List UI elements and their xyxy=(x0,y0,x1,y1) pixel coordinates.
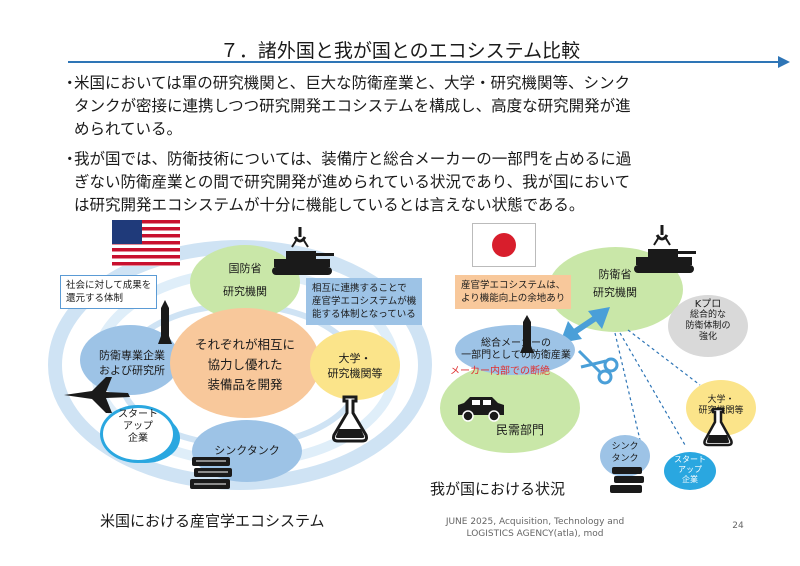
jp-maker-blob xyxy=(455,325,575,375)
us-dod-blob xyxy=(190,245,300,320)
title-underline xyxy=(68,61,780,63)
missile-icon xyxy=(158,300,172,344)
us-center-blob xyxy=(170,308,320,418)
title-arrow-icon xyxy=(778,56,790,68)
us-center-label: それぞれが相互に協力し優れた装備品を開発 xyxy=(194,337,295,392)
us-dod-label: 国防省研究機関 xyxy=(223,262,267,298)
jp-ecosystem-diagram: 防衛省研究機関 産官学エコシステムは、より機能向上の余地あり Kプロ総合的な防衛… xyxy=(430,215,800,505)
jp-maker-label: 総合メーカーの一部門としての防衛産業 xyxy=(461,338,571,361)
japan-flag-icon xyxy=(472,223,536,267)
page-number: 24 xyxy=(732,521,744,531)
us-note-left: 社会に対して成果を還元する体制 xyxy=(60,275,158,309)
jp-kpro-blob xyxy=(668,295,748,357)
bullet-line: タンクが密接に連携しつつ研究開発エコシステムを構成し、高度な研究開発が進 xyxy=(74,97,631,115)
us-defense-label: 防衛専業企業および研究所 xyxy=(99,349,165,377)
us-startup-label: スタートアップ企業 xyxy=(118,409,158,444)
car-icon xyxy=(458,397,504,422)
jp-civil-label: 民需部門 xyxy=(495,423,544,437)
jp-flask-icon xyxy=(703,407,733,447)
jp-startup-blob xyxy=(664,452,716,490)
us-startup-blob xyxy=(100,405,176,463)
us-note-right: 相互に連携することで産官学エコシステムが機能する体制となっている xyxy=(306,278,423,325)
jp-mod-label: 防衛省研究機関 xyxy=(593,268,637,299)
us-think-label: シンクタンク xyxy=(214,444,280,457)
jp-think-label: シンクタンク xyxy=(611,442,639,464)
us-caption: 米国における産官学エコシステム xyxy=(100,512,325,530)
us-ecosystem-diagram: 国防省研究機関 社会に対して成果を還元する体制 相互に連携することで産官学エコシ… xyxy=(40,215,440,515)
books-icon xyxy=(190,457,232,489)
jp-startup-label: スタートアップ企業 xyxy=(674,455,706,484)
jp-kpro-label: Kプロ総合的な防衛体制の強化 xyxy=(685,299,731,342)
jp-cut-label: メーカー内部での断絶 xyxy=(450,366,550,377)
jp-caption: 我が国における状況 xyxy=(430,480,566,498)
us-univ-blob xyxy=(310,330,400,400)
flask-icon xyxy=(332,395,368,443)
bullet-mark: ・ xyxy=(62,150,78,168)
tank-crane-icon xyxy=(272,227,334,275)
bullet-line: は研究開発エコシステムが十分に機能しているとは言えない状態である。 xyxy=(74,196,585,214)
bullet-mark: ・ xyxy=(62,74,78,92)
jp-missile-icon xyxy=(520,315,534,353)
us-univ-label: 大学・研究機関等 xyxy=(327,352,383,380)
slide-title: ７．諸外国と我が国とのエコシステム比較 xyxy=(219,40,581,62)
bullet-us: ・ 米国においては軍の研究機関と、巨大な防衛産業と、大学・研究機関等、シンク タ… xyxy=(62,72,724,141)
jp-note: 産官学エコシステムは、より機能向上の余地あり xyxy=(455,275,572,309)
bullet-line: ぎない防衛産業との間で研究開発が進められている状況であり、我が国において xyxy=(74,173,631,191)
scissors-icon xyxy=(577,349,619,385)
us-flag-icon xyxy=(112,220,180,266)
jp-books-icon xyxy=(610,467,644,493)
bullet-line: められている。 xyxy=(74,120,183,138)
fighter-jet-icon xyxy=(64,377,130,413)
bullet-line: 米国においては軍の研究機関と、巨大な防衛産業と、大学・研究機関等、シンク xyxy=(74,74,630,92)
bullet-line: 我が国では、防衛技術については、装備庁と総合メーカーの一部門を占めるに過 xyxy=(74,150,632,168)
jp-tank-crane-icon xyxy=(634,225,696,273)
bullet-japan: ・ 我が国では、防衛技術については、装備庁と総合メーカーの一部門を占めるに過 ぎ… xyxy=(62,148,724,217)
